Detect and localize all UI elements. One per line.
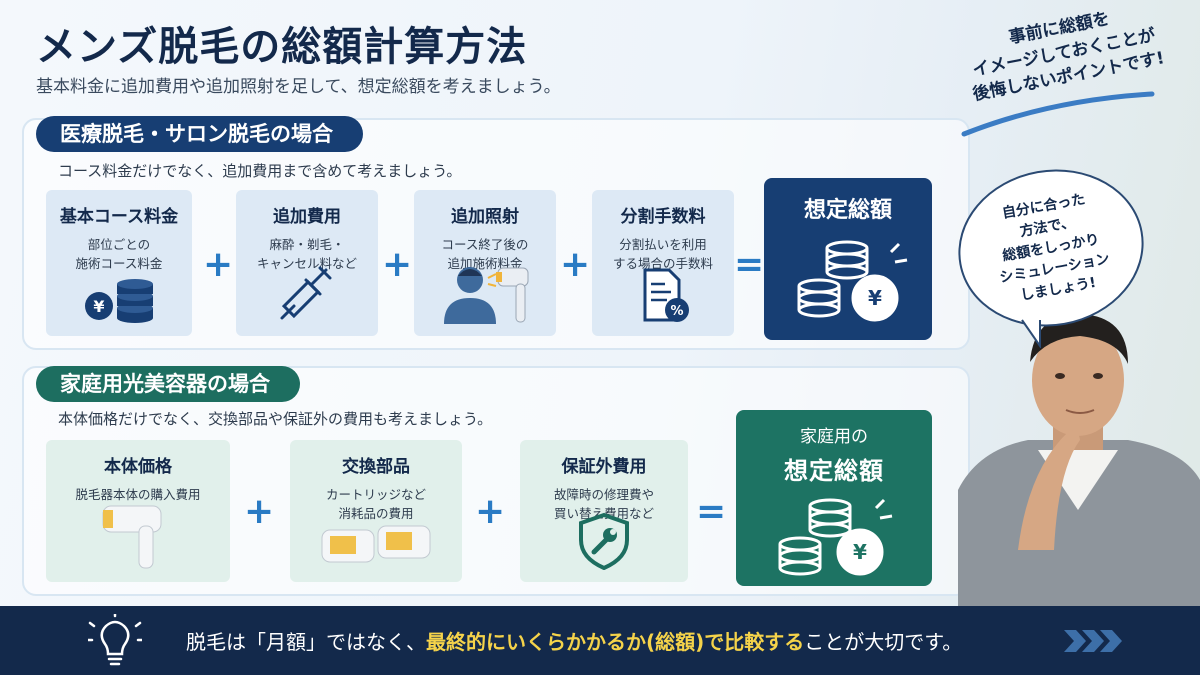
card-text: 麻酔・剃毛・ キャンセル料など — [256, 237, 357, 272]
syringe-icon — [236, 266, 378, 324]
total-title: 想定総額 — [784, 457, 884, 485]
shield-wrench-icon — [520, 512, 688, 570]
medical-section-tag: 医療脱毛・サロン脱毛の場合 — [36, 116, 363, 152]
card-out-of-warranty: 保証外費用 故障時の修理費や 買い替え費用など — [520, 440, 688, 582]
speech-bubble-tail — [1021, 319, 1041, 348]
card-title: 追加照射 — [451, 207, 519, 227]
home-section-desc: 本体価格だけでなく、交換部品や保証外の費用も考えましょう。 — [58, 410, 493, 428]
svg-text:¥: ¥ — [853, 540, 867, 564]
hair-removal-device-icon — [46, 500, 230, 570]
card-title: 保証外費用 — [561, 457, 647, 477]
coins-yen-icon: ¥ — [736, 490, 932, 586]
home-total-box: 家庭用の 想定総額 ¥ — [736, 410, 932, 586]
svg-text:¥: ¥ — [868, 286, 882, 310]
plus-operator: + — [203, 244, 234, 285]
card-device-price: 本体価格 脱毛器本体の購入費用 — [46, 440, 230, 582]
total-prefix: 家庭用の — [800, 427, 868, 447]
home-section-tag: 家庭用光美容器の場合 — [36, 366, 300, 402]
plus-operator: + — [382, 244, 413, 285]
footer-text-before: 脱毛は「月額」ではなく、 — [186, 630, 426, 654]
coins-yen-icon: ¥ — [46, 274, 192, 324]
plus-operator: + — [560, 244, 591, 285]
equals-operator: = — [696, 491, 727, 532]
plus-operator: + — [244, 491, 275, 532]
coins-yen-icon: ¥ — [764, 232, 932, 332]
document-percent-icon: % — [592, 266, 734, 324]
card-title: 分割手数料 — [620, 207, 706, 227]
laser-treatment-icon — [414, 258, 556, 324]
page-title: メンズ脱毛の総額計算方法 — [36, 24, 528, 70]
equals-operator: = — [734, 244, 765, 285]
card-text: カートリッジなど 消耗品の費用 — [325, 487, 426, 522]
card-title: 本体価格 — [104, 457, 172, 477]
swoosh-underline — [961, 91, 1155, 137]
total-title: 想定総額 — [803, 198, 892, 223]
card-additional-irradiation: 追加照射 コース終了後の 追加施術料金 — [414, 190, 556, 336]
card-text: 部位ごとの 施術コース料金 — [75, 237, 163, 272]
svg-text:%: % — [670, 304, 683, 319]
medical-section-desc: コース料金だけでなく、追加費用まで含めて考えましょう。 — [58, 162, 462, 180]
svg-text:¥: ¥ — [93, 297, 104, 316]
speech-bubble-text: 自分に合った 方法で、 総額をしっかり シミュレーション しましょう! — [998, 190, 1111, 304]
card-text: 分割払いを利用 する場合の手数料 — [612, 237, 713, 272]
card-replacement-parts: 交換部品 カートリッジなど 消耗品の費用 — [290, 440, 462, 582]
page-subtitle: 基本料金に追加費用や追加照射を足して、想定総額を考えましょう。 — [36, 77, 561, 97]
footer-banner: 脱毛は「月額」ではなく、最終的にいくらかかるか(総額)で比較することが大切です。 — [0, 606, 1200, 675]
footer-text-after: ことが大切です。 — [804, 630, 963, 654]
card-title: 基本コース料金 — [59, 207, 179, 227]
footer-text-highlight: 最終的にいくらかかるか(総額)で比較する — [426, 630, 805, 654]
footer-message: 脱毛は「月額」ではなく、最終的にいくらかかるか(総額)で比較することが大切です。 — [186, 626, 962, 655]
card-installment-fee: 分割手数料 分割払いを利用 する場合の手数料 % — [592, 190, 734, 336]
card-text: 脱毛器本体の購入費用 — [75, 487, 201, 502]
card-additional-fee: 追加費用 麻酔・剃毛・ キャンセル料など — [236, 190, 378, 336]
card-basic-course: 基本コース料金 部位ごとの 施術コース料金 ¥ — [46, 190, 192, 336]
lightbulb-icon — [88, 614, 142, 666]
card-title: 追加費用 — [273, 207, 341, 227]
card-title: 交換部品 — [342, 457, 410, 477]
medical-total-box: 想定総額 ¥ — [764, 178, 932, 340]
man-thinking-photo — [958, 314, 1200, 610]
cartridge-icon — [290, 520, 462, 570]
plus-operator: + — [475, 491, 506, 532]
chevrons-right-icon — [1064, 630, 1122, 652]
